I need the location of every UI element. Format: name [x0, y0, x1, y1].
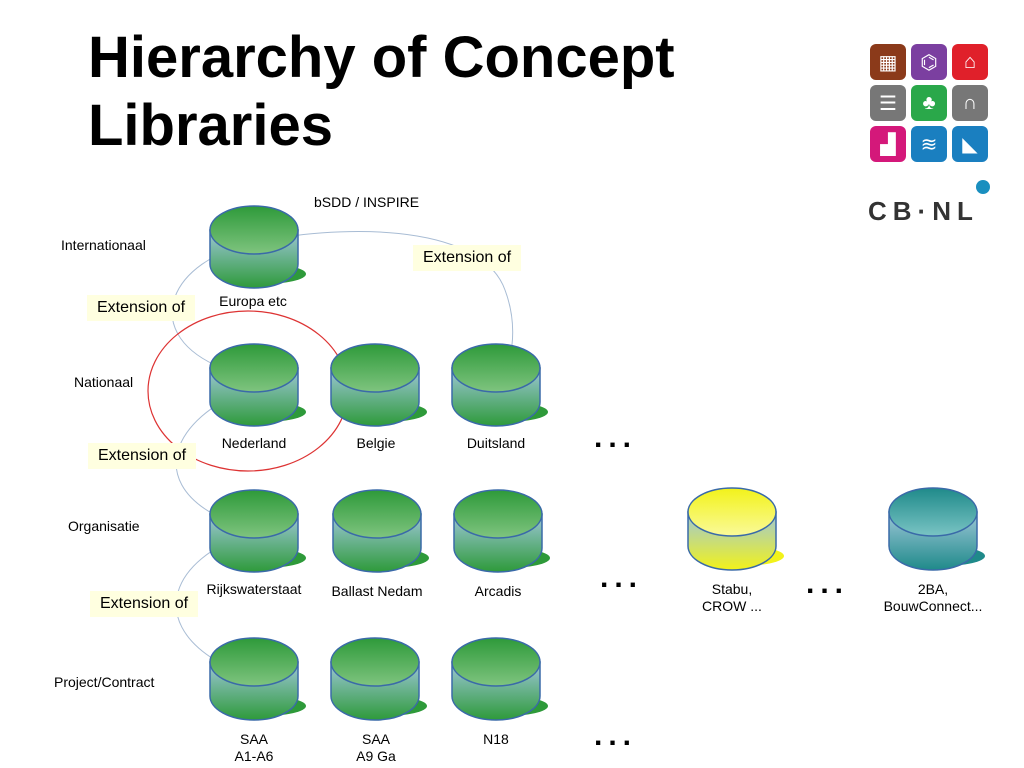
- caption-saa1: SAA A1-A6: [189, 731, 319, 765]
- tunnel-icon: ∩: [952, 85, 988, 121]
- database-nederland: [209, 343, 306, 427]
- database-n18: [451, 637, 548, 721]
- extension-label-3: Extension of: [88, 443, 197, 469]
- caption-tba-line2: BouwConnect...: [883, 598, 983, 614]
- extension-label-1: Extension of: [413, 245, 522, 271]
- caption-arcadis: Arcadis: [474, 583, 522, 599]
- title-line-1: Hierarchy of Concept: [88, 25, 675, 90]
- dam-icon: ◣: [952, 126, 988, 162]
- extension-label-2: Extension of: [87, 295, 196, 321]
- grid-icon: ▦: [870, 44, 906, 80]
- database-ballast: [332, 489, 429, 573]
- database-saa1: [209, 637, 306, 721]
- row-label-project: Project/Contract: [54, 674, 155, 690]
- ellipsis-project: ...: [594, 719, 638, 752]
- water-icon: ≋: [911, 126, 947, 162]
- caption-europa: Europa etc: [219, 293, 287, 309]
- ellipsis-organisation: ...: [600, 561, 644, 594]
- page-title: Hierarchy of Concept Libraries: [88, 24, 675, 160]
- info-dot-icon: [976, 180, 990, 194]
- caption-saa2-line1: SAA: [361, 731, 390, 747]
- caption-rijkswaterstaat: Rijkswaterstaat: [206, 581, 302, 597]
- caption-duitsland: Duitsland: [466, 435, 526, 451]
- rail-icon: ☰: [870, 85, 906, 121]
- database-tba: [888, 487, 985, 571]
- caption-tba: 2BA, BouwConnect...: [868, 581, 998, 615]
- caption-saa1-line1: SAA: [239, 731, 268, 747]
- row-label-organisation: Organisatie: [68, 518, 140, 534]
- caption-saa2: SAA A9 Ga: [311, 731, 441, 765]
- tower-icon: ⌬: [911, 44, 947, 80]
- database-rijkswaterstaat: [209, 489, 306, 573]
- database-arcadis: [453, 489, 550, 573]
- extension-label-4: Extension of: [90, 591, 199, 617]
- caption-ballast: Ballast Nedam: [331, 583, 423, 599]
- factory-icon: ▟: [870, 126, 906, 162]
- caption-saa1-line2: A1-A6: [234, 748, 274, 764]
- logo-text: CB·NL: [868, 196, 979, 226]
- caption-stabu: Stabu, CROW ...: [667, 581, 797, 615]
- database-stabu: [687, 487, 784, 571]
- caption-nederland: Nederland: [221, 435, 287, 451]
- ellipsis-sources: ...: [806, 567, 850, 600]
- database-europa: [209, 205, 306, 289]
- tree-icon: ♣: [911, 85, 947, 121]
- caption-belgie: Belgie: [356, 435, 396, 451]
- title-line-2: Libraries: [88, 93, 333, 158]
- caption-tba-line1: 2BA,: [917, 581, 949, 597]
- database-belgie: [330, 343, 427, 427]
- house-icon: ⌂: [952, 44, 988, 80]
- row-label-national: Nationaal: [74, 374, 134, 390]
- caption-n18: N18: [483, 731, 509, 747]
- database-saa2: [330, 637, 427, 721]
- caption-stabu-line1: Stabu,: [711, 581, 753, 597]
- ellipsis-national: ...: [594, 421, 638, 454]
- top-label: bSDD / INSPIRE: [314, 194, 420, 210]
- row-label-international: Internationaal: [61, 237, 146, 253]
- caption-saa2-line2: A9 Ga: [356, 748, 396, 764]
- caption-stabu-line2: CROW ...: [702, 598, 762, 614]
- database-duitsland: [451, 343, 548, 427]
